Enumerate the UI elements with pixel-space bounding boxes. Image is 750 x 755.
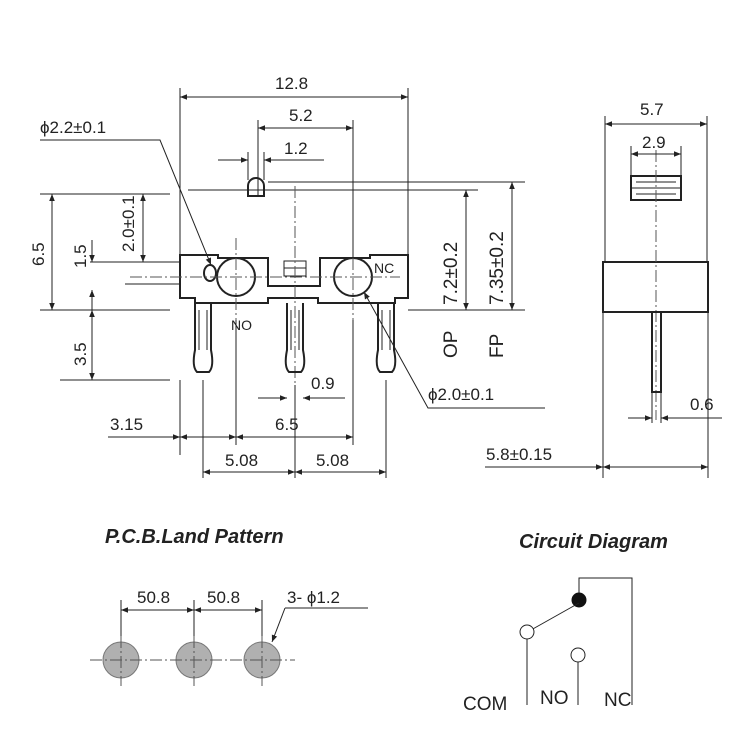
circuit-title: Circuit Diagram [519, 531, 668, 553]
dim-fp-value: 7.35±0.2 [487, 231, 508, 305]
label-no: NO [231, 317, 252, 333]
contact-com [519, 624, 535, 640]
dim-left-offset: 3.15 [110, 415, 143, 434]
dim-pitch-left: 5.08 [225, 451, 258, 470]
dim-side-body-width: 5.7 [640, 100, 664, 119]
pcb-pitch-left: 50.8 [137, 588, 170, 607]
contact-no [570, 647, 586, 663]
pcb-title: P.C.B.Land Pattern [105, 526, 284, 548]
switch-body [179, 254, 409, 304]
dim-hole-dia-right: ϕ2.0±0.1 [428, 385, 494, 404]
circuit-label-com: COM [463, 694, 507, 715]
dim-fp-label: FP [487, 334, 508, 358]
actuator-tip [247, 177, 265, 197]
dim-pin-width: 0.9 [311, 374, 335, 393]
pcb-pitch-right: 50.8 [207, 588, 240, 607]
pin-left [192, 303, 214, 373]
pin-right [375, 303, 397, 373]
dim-side-actuator-width: 2.9 [642, 133, 666, 152]
dim-side-pin-width: 0.6 [690, 395, 714, 414]
dim-op-value: 7.2±0.2 [441, 242, 462, 305]
dim-actuator-offset: 2.0±0.1 [119, 195, 138, 252]
contact-nc [571, 592, 587, 608]
circuit-label-nc: NC [604, 690, 631, 711]
front-view: NO NC 12.8 5.2 1.2 ϕ2.2±0.1 6.5 1 [29, 74, 545, 478]
pcb-land-pattern: P.C.B.Land Pattern 50.8 50.8 3- ϕ1.2 [90, 526, 368, 686]
dim-pin-spacing-top: 5.2 [289, 106, 313, 125]
dim-upper-offset: 1.5 [71, 244, 90, 268]
dim-hole-spacing: 6.5 [275, 415, 299, 434]
circuit-label-no: NO [540, 688, 569, 709]
dim-op-label: OP [441, 331, 462, 358]
dim-pitch-right: 5.08 [316, 451, 349, 470]
dim-side-depth: 5.8±0.15 [486, 445, 552, 464]
dim-overall-width: 12.8 [275, 74, 308, 93]
circuit-diagram: Circuit Diagram COM NO NC [463, 531, 668, 715]
label-nc: NC [374, 260, 394, 276]
pin-middle [284, 303, 306, 373]
dim-body-height: 6.5 [29, 242, 48, 266]
dim-actuator-width: 1.2 [284, 139, 308, 158]
dim-pin-length: 3.5 [71, 342, 90, 366]
switch-arm [530, 602, 580, 631]
side-pin [651, 311, 662, 393]
dim-hole-dia-left: ϕ2.2±0.1 [40, 118, 106, 137]
side-view: 5.7 2.9 0.6 5.8±0.15 [485, 100, 722, 478]
pcb-hole-spec: 3- ϕ1.2 [287, 588, 340, 607]
